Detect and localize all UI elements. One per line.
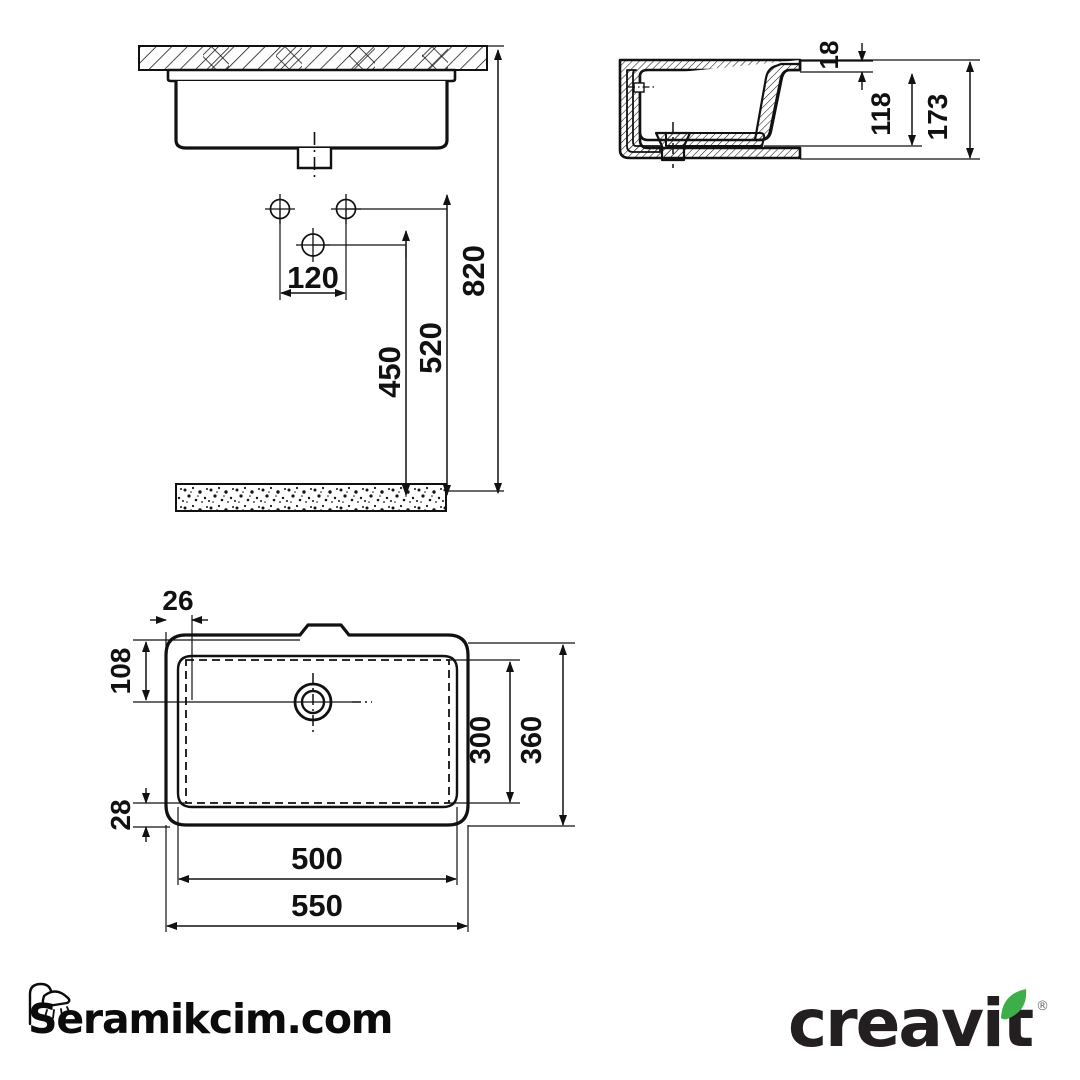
dimension-overall-depth: 360 [468,642,575,827]
dim-label-550: 550 [291,888,343,923]
side-drain-outlet [654,122,692,168]
dim-label-450: 450 [372,346,407,398]
dimension-tap-spacing: 120 [279,209,347,300]
shower-head-icon [28,982,71,1026]
plan-view: 26 108 28 300 360 [105,585,575,932]
seramikcim-logo-text[interactable]: Seramikcim.com [28,995,394,1043]
creavit-registered-mark: ® [1036,999,1049,1014]
front-view: 120 450 520 820 [138,45,504,512]
dimension-rim-bottom-offset: 28 [105,788,186,842]
dimension-bowl-width: 500 [177,807,458,885]
dimension-bowl-depth: 300 [449,659,520,804]
dim-label-26: 26 [162,585,193,616]
dim-label-108: 108 [105,648,136,695]
dim-label-520: 520 [413,322,448,374]
plan-inner-rim [176,654,459,809]
side-overflow-channel [626,69,661,153]
dimension-rim-top-offset: 108 [105,639,300,703]
dim-label-120: 120 [287,260,339,295]
dimension-basin-depth: 118 [764,73,922,147]
dim-label-500: 500 [291,841,343,876]
dim-label-28: 28 [105,799,136,830]
creavit-logo-text: creavit [788,988,1034,1060]
dimension-overall-width: 550 [165,825,469,932]
countertop-slab [138,45,488,71]
dimension-basin-bottom-height: 520 [346,194,451,496]
dim-label-820: 820 [456,245,491,297]
floor-slab [175,483,447,512]
dimension-rim-left-offset: 26 [150,585,208,700]
side-bowl-floor-hatch [665,132,766,147]
plan-drain [166,673,372,733]
dim-label-360: 360 [516,716,548,764]
basin-rim-front [166,68,457,83]
basin-body-front [174,81,449,150]
dim-label-300: 300 [465,716,497,764]
side-right-wall-hatch [753,62,802,142]
dim-label-18: 18 [814,41,844,70]
dimension-overall-height: 173 [800,59,980,160]
creavit-logo[interactable]: creavit ® [788,988,1058,1060]
dim-label-118: 118 [866,92,896,136]
creavit-leaf-icon [1001,989,1027,1020]
side-section-view: 18 118 173 [618,41,980,168]
dimension-tap-height: 450 [313,230,410,496]
dim-label-173: 173 [922,94,953,141]
dimension-counter-height: 820 [446,45,504,494]
dimension-rim-thickness: 18 [800,41,873,90]
